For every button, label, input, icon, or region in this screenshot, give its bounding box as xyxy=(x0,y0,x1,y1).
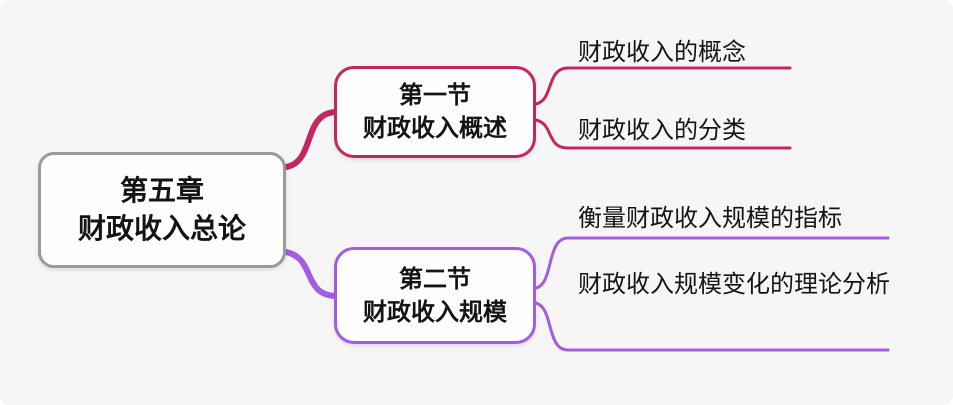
branch-topic-2-line1: 第二节 xyxy=(399,265,471,293)
root-topic[interactable]: 第五章 财政收入总论 xyxy=(38,152,286,268)
branch-topic-1-line1: 第一节 xyxy=(399,82,471,109)
leaf-topic-branch2-theory-analysis[interactable]: 财政收入规模变化的理论分析 xyxy=(578,271,890,298)
root-topic-line1: 第五章 xyxy=(119,175,204,206)
connector-branch2-child1 xyxy=(534,236,890,290)
connector-root-to-branch1 xyxy=(283,109,340,170)
root-topic-line2: 财政收入总论 xyxy=(77,213,246,244)
connector-branch1-child1 xyxy=(534,66,792,106)
connector-branch1-child2 xyxy=(534,118,792,150)
branch-topic-2[interactable]: 第二节 财政收入规模 xyxy=(334,247,536,344)
branch-topic-1-line2: 财政收入概述 xyxy=(363,115,507,142)
leaf-topic-branch2-indicators[interactable]: 衡量财政收入规模的指标 xyxy=(578,205,842,232)
leaf-topic-branch1-concept[interactable]: 财政收入的概念 xyxy=(578,39,746,66)
branch-topic-1[interactable]: 第一节 财政收入概述 xyxy=(334,66,536,158)
connector-branch2-child2 xyxy=(534,301,890,352)
leaf-topic-branch1-classification[interactable]: 财政收入的分类 xyxy=(578,117,746,144)
branch-topic-2-line2: 财政收入规模 xyxy=(363,298,507,326)
connector-root-to-branch2 xyxy=(283,249,340,299)
